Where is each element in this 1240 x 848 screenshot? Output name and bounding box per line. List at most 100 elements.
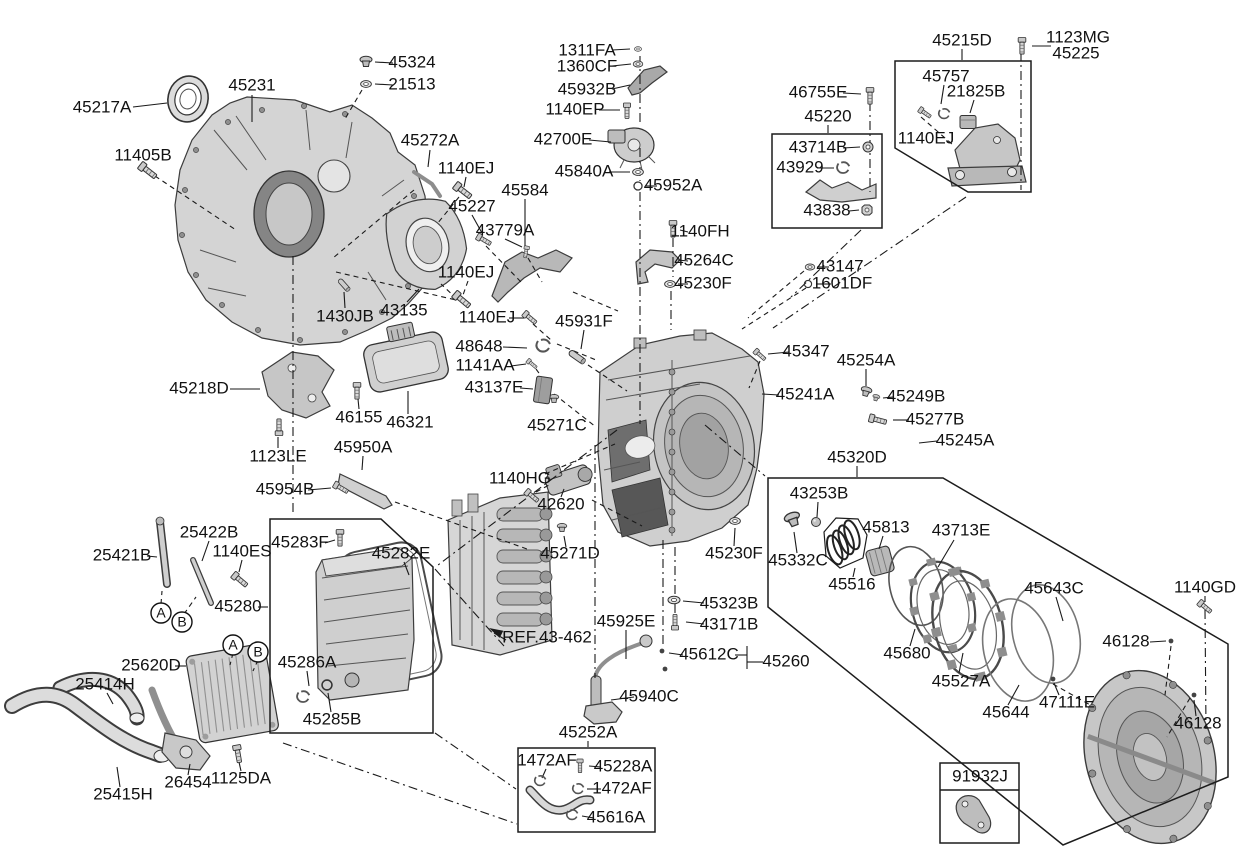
- diagram-detail: [1088, 671, 1212, 843]
- leader-line: [471, 214, 483, 234]
- leader-line: [611, 63, 632, 67]
- dot-icon: [659, 648, 665, 654]
- part-label: 45840A: [555, 161, 614, 180]
- hex-box-45516: [823, 517, 868, 569]
- part-label: 45215D: [932, 30, 992, 49]
- diagram-detail: [155, 516, 165, 526]
- part-label: 45680: [883, 643, 930, 662]
- hose-25415H: [4, 686, 171, 763]
- leader-line: [761, 393, 780, 396]
- leader-line: [767, 351, 790, 355]
- leader-line: [502, 346, 528, 349]
- diagram-detail: [668, 428, 676, 436]
- part-label: 46155: [335, 407, 382, 426]
- dashed-line: [1166, 697, 1191, 738]
- dashed-leader-lines: [154, 89, 1191, 738]
- spring-45516: [825, 519, 861, 566]
- leader-line: [937, 539, 955, 568]
- leader-line: [611, 84, 631, 90]
- part-label: 45643C: [1024, 578, 1084, 597]
- dashed-line: [527, 257, 543, 283]
- part-label: 43714B: [789, 137, 848, 156]
- clip-icon: [296, 690, 311, 703]
- diagram-detail: [955, 795, 992, 834]
- part-label: 45952A: [644, 175, 703, 194]
- part-label: 1140EJ: [459, 307, 515, 326]
- part-label: 45285B: [303, 709, 362, 728]
- part-label: 45323B: [700, 593, 759, 612]
- diagram-detail: [639, 634, 653, 648]
- leader-line: [793, 531, 798, 554]
- leader-line: [1149, 640, 1167, 643]
- diagram-detail: [386, 321, 416, 343]
- leader-line: [610, 696, 635, 701]
- diagram-detail: [922, 633, 933, 644]
- wiring-bracket-45220: [804, 179, 877, 203]
- diagram-detail: [966, 622, 977, 633]
- leader-line: [679, 229, 689, 233]
- part-label: 1140EP: [545, 99, 604, 118]
- leader-line: [560, 488, 565, 498]
- part-label: 47111E: [1039, 692, 1095, 711]
- bolt-icon: [521, 309, 539, 327]
- bolt-icon: [671, 614, 679, 631]
- part-label: 45225: [1052, 43, 1099, 62]
- leader-line: [580, 329, 585, 350]
- oil-filter: [363, 321, 449, 393]
- diagram-detail: [539, 549, 553, 563]
- diagram-detail: [225, 119, 231, 125]
- diagram-detail: [947, 643, 959, 653]
- tube-25422B: [190, 557, 214, 606]
- diagram-detail: [1088, 769, 1097, 778]
- part-label: 43253B: [790, 483, 849, 502]
- part-label: 1140EJ: [438, 262, 494, 281]
- bolt-icon: [230, 570, 250, 590]
- diagram-detail: [955, 170, 965, 180]
- part-label: 1601DF: [812, 273, 872, 292]
- bolt-icon: [525, 357, 539, 371]
- part-label: 45286A: [278, 652, 337, 671]
- ring-gear-45527A: [929, 566, 1008, 682]
- part-label: 45272A: [401, 130, 460, 149]
- dashed-line: [532, 323, 552, 341]
- leader-line: [969, 99, 975, 114]
- leader-line: [307, 487, 332, 491]
- diagram-detail: [668, 408, 676, 416]
- part-label: 1140EJ: [898, 128, 954, 147]
- dashed-line: [160, 590, 163, 605]
- dashed-line: [587, 364, 628, 392]
- bolt-icon: [623, 102, 631, 119]
- leader-line: [588, 139, 612, 143]
- diagram-detail: [496, 507, 544, 522]
- part-label: 42700E: [534, 129, 593, 148]
- dashed-line: [556, 343, 597, 361]
- diagram-detail: [179, 232, 185, 238]
- box-45280: [269, 518, 434, 734]
- dipstick-tube-25421B: [155, 516, 171, 588]
- adapter-housing: [385, 198, 468, 290]
- group-boxes: [269, 60, 1229, 846]
- diagram-detail: [627, 138, 641, 152]
- diagram-detail: [301, 103, 307, 109]
- trans-mount-bracket: [947, 123, 1027, 187]
- diagram-detail: [977, 821, 985, 829]
- washer-icon: [667, 595, 681, 605]
- washer-icon: [632, 168, 644, 176]
- dashed-line: [462, 280, 469, 296]
- diagram-detail: [539, 528, 553, 542]
- diagram-detail: [577, 466, 593, 482]
- leader-line: [406, 288, 420, 303]
- dashed-line: [436, 196, 460, 225]
- leader-line: [504, 238, 523, 248]
- leader-line: [327, 692, 332, 713]
- dashed-line: [741, 287, 807, 330]
- part-label: 1472AF: [592, 778, 652, 797]
- dot-icon: [1050, 676, 1056, 682]
- case-bolt-bosses: [668, 368, 676, 534]
- part-label: 43137E: [465, 377, 524, 396]
- part-label: 43135: [380, 300, 427, 319]
- part-label: 45282E: [372, 543, 431, 562]
- part-label: 45231: [228, 75, 275, 94]
- part-label: 45217A: [73, 97, 132, 116]
